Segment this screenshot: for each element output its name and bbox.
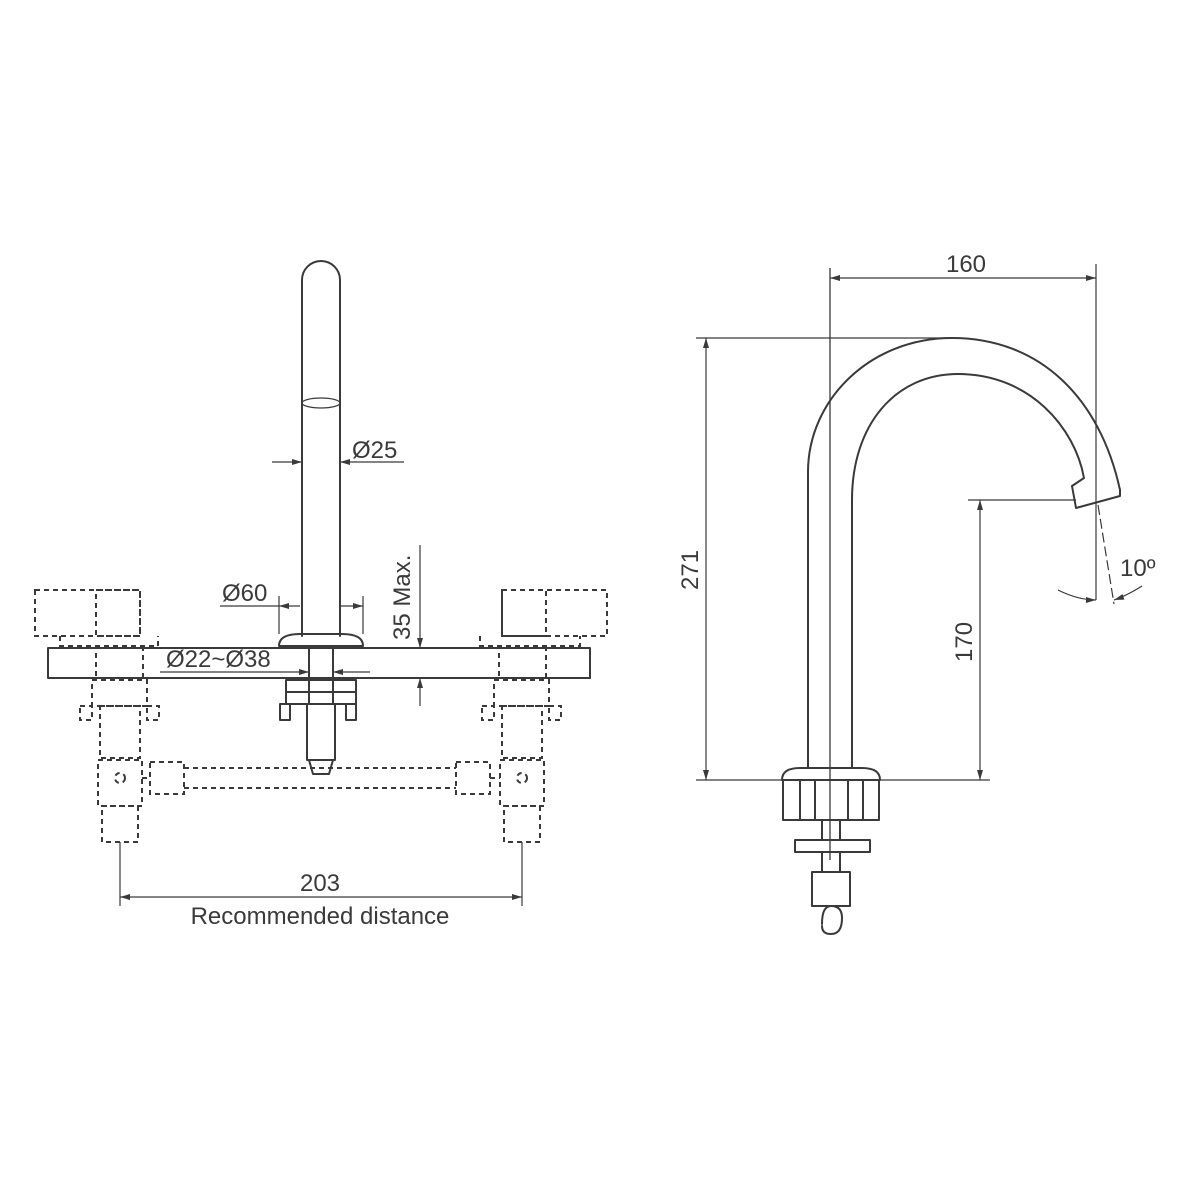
dim-deck-thickness: 35 Max.: [366, 545, 432, 706]
left-handle: [34, 589, 160, 843]
distance-note-label: Recommended distance: [191, 903, 450, 930]
center-distance-label: 203: [300, 870, 340, 897]
hole-range-label: Ø22~Ø38: [166, 646, 271, 673]
spout-mount: [279, 647, 357, 775]
dim-hole-range: Ø22~Ø38: [160, 646, 370, 675]
spout-flange: [278, 633, 364, 647]
outlet-angle-label: 10º: [1120, 555, 1156, 582]
dim-outlet-angle: 10º: [1057, 504, 1156, 605]
side-mount: [782, 779, 880, 935]
reach-label: 160: [946, 251, 986, 278]
spout-body: [301, 260, 341, 637]
spout-outlet-ring: [301, 397, 341, 409]
side-spout-tip: [1071, 485, 1121, 509]
deck-thickness-label: 35 Max.: [389, 555, 416, 640]
side-base-flange: [781, 767, 881, 781]
dim-height: 271: [677, 337, 952, 781]
right-handle: [479, 589, 608, 843]
side-spout-outer: [807, 337, 1121, 769]
dim-outlet-height: 170: [880, 499, 1076, 781]
dim-center-distance: 203 Recommended distance: [119, 842, 523, 930]
dim-flange-diameter: Ø60: [220, 580, 364, 634]
spout-diameter-label: Ø25: [352, 437, 397, 464]
height-label: 271: [677, 550, 704, 590]
dim-reach: 160: [830, 251, 1097, 600]
side-spout-inner: [851, 373, 1085, 769]
connecting-hose: [142, 761, 500, 795]
outlet-height-label: 170: [951, 622, 978, 662]
flange-diameter-label: Ø60: [222, 580, 267, 607]
front-view: Ø25 Ø60 Ø22~Ø38 35 Max.: [34, 260, 608, 930]
deck-slab: [47, 647, 591, 679]
dim-spout-diameter: Ø25: [272, 437, 404, 465]
side-view: 160 271 170 10º: [677, 251, 1156, 935]
